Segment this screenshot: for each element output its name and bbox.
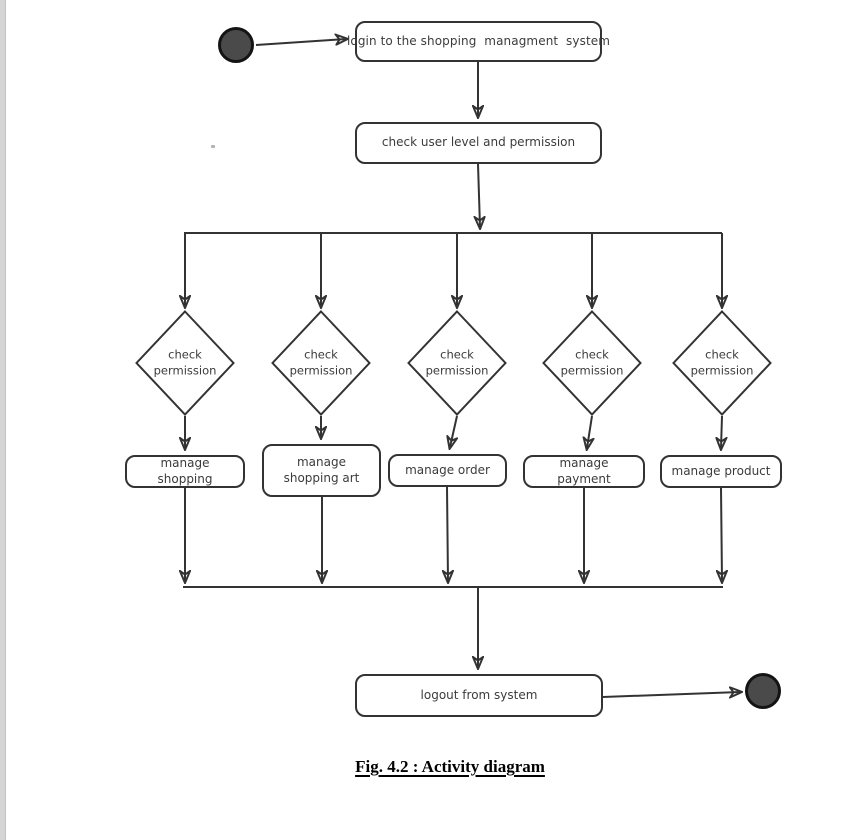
activity-manage-order: manage order bbox=[388, 454, 507, 487]
edge-check-to-fork bbox=[478, 163, 480, 227]
edge-start-to-login bbox=[255, 39, 346, 46]
decision-label: check permission bbox=[289, 347, 353, 377]
activity-manage-payment: manage payment bbox=[523, 455, 645, 488]
edge-decision5-to-product bbox=[721, 415, 722, 448]
activity-manage-shopping-art: manage shopping art bbox=[262, 444, 381, 497]
activity-logout: logout from system bbox=[355, 674, 603, 717]
diamond-shape bbox=[407, 310, 507, 416]
diamond-shape bbox=[271, 310, 371, 416]
decision-check-permission-2: check permission bbox=[271, 310, 371, 416]
decision-label: check permission bbox=[560, 347, 624, 377]
decision-check-permission-3: check permission bbox=[407, 310, 507, 416]
final-node bbox=[745, 673, 781, 709]
edge-decision3-to-order bbox=[450, 415, 457, 447]
figure-caption: Fig. 4.2 : Activity diagram bbox=[355, 757, 545, 776]
edge-order-to-merge bbox=[447, 486, 448, 581]
diamond-shape bbox=[672, 310, 772, 416]
edge-logout-to-end bbox=[602, 692, 740, 697]
initial-node bbox=[218, 27, 254, 63]
decision-check-permission-4: check permission bbox=[542, 310, 642, 416]
edge-product-to-merge bbox=[721, 487, 722, 581]
decision-label: check permission bbox=[690, 347, 754, 377]
decision-label: check permission bbox=[425, 347, 489, 377]
diamond-shape bbox=[135, 310, 235, 416]
activity-login: login to the shopping managment system bbox=[347, 21, 610, 62]
activity-manage-shopping: manage shopping bbox=[125, 455, 245, 488]
page-edge-strip bbox=[0, 0, 6, 840]
decision-label: check permission bbox=[153, 347, 217, 377]
activity-manage-product: manage product bbox=[660, 455, 782, 488]
decision-check-permission-1: check permission bbox=[135, 310, 235, 416]
stray-mark bbox=[211, 145, 215, 148]
diamond-shape bbox=[542, 310, 642, 416]
activity-check-user-level: check user level and permission bbox=[355, 122, 602, 164]
decision-check-permission-5: check permission bbox=[672, 310, 772, 416]
edge-decision4-to-payment bbox=[587, 415, 592, 448]
